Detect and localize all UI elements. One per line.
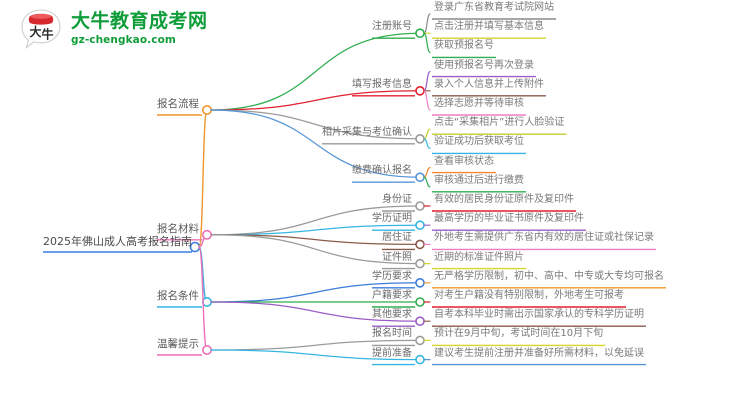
node-handle[interactable] xyxy=(415,172,425,182)
connector xyxy=(423,71,431,92)
leaf-label-3-1-1[interactable]: 无严格学历限制，初中、高中、中专或大专均可报名 xyxy=(434,270,664,282)
node-handle[interactable] xyxy=(415,239,425,250)
node-handle[interactable] xyxy=(202,344,213,355)
node-handle[interactable] xyxy=(202,229,213,240)
leaf-label-1-4-2[interactable]: 审核通过后进行缴费 xyxy=(434,174,524,186)
leaf-label-1-3-2[interactable]: 验证成功后获取考位 xyxy=(434,136,524,148)
connector xyxy=(210,234,421,265)
connector xyxy=(210,32,421,111)
sub-node-label-1-2[interactable]: 填写报考信息 xyxy=(352,78,412,90)
leaf-label-1-1-3[interactable]: 获取预报名号 xyxy=(434,40,494,52)
leaf-label-3-3-1[interactable]: 自考本科毕业时需出示国家承认的专科学历证明 xyxy=(434,309,644,321)
node-handle[interactable] xyxy=(415,134,425,144)
connector xyxy=(210,205,421,236)
connector xyxy=(423,128,431,140)
leaf-label-1-1-1[interactable]: 登录广东省教育考试院网站 xyxy=(434,2,554,13)
node-handle[interactable] xyxy=(415,28,425,39)
sub-node-label-4-2[interactable]: 提前准备 xyxy=(372,347,412,359)
leaf-label-2-2-1[interactable]: 最高学历的毕业证书原件及复印件 xyxy=(434,213,584,225)
leaf-label-1-1-2[interactable]: 点击注册并填写基本信息 xyxy=(434,21,544,33)
node-handle[interactable] xyxy=(415,220,425,230)
leaf-label-2-3-1[interactable]: 外地考生需提供广东省内有效的居住证或社保记录 xyxy=(434,232,654,244)
connector xyxy=(423,13,431,34)
leaf-label-1-2-3[interactable]: 选择志愿并等待审核 xyxy=(434,98,524,109)
sub-node-label-2-4[interactable]: 证件照 xyxy=(382,251,412,263)
node-handle[interactable] xyxy=(415,316,425,327)
connector xyxy=(210,224,421,236)
svg-text:大: 大 xyxy=(29,24,41,39)
node-handle[interactable] xyxy=(415,354,425,365)
sub-node-label-1-4[interactable]: 缴费确认报名 xyxy=(352,165,412,177)
leaf-label-4-1-1[interactable]: 预计在9月中旬，考试时间在10月下旬 xyxy=(434,328,604,340)
sub-node-label-2-3[interactable]: 居住证 xyxy=(382,232,412,244)
connector xyxy=(423,32,431,53)
sub-node-label-4-1[interactable]: 报名时间 xyxy=(372,328,412,340)
branch-label-1[interactable]: 报名流程 xyxy=(157,98,199,110)
node-handle[interactable] xyxy=(415,277,425,288)
sub-node-label-1-1[interactable]: 注册账号 xyxy=(372,21,412,33)
connector xyxy=(423,138,431,149)
connector xyxy=(423,167,431,178)
sub-node-label-2-1[interactable]: 身份证 xyxy=(382,194,412,205)
node-handle[interactable] xyxy=(415,297,425,307)
leaf-label-2-1-1[interactable]: 有效的居民身份证原件及复印件 xyxy=(434,194,574,205)
sub-node-label-3-3[interactable]: 其他要求 xyxy=(372,309,412,321)
logo-domain: gz-chengkao.com xyxy=(71,34,176,47)
branch-label-4[interactable]: 温馨提示 xyxy=(157,338,199,350)
connector xyxy=(210,301,421,322)
connector xyxy=(210,349,421,361)
connector xyxy=(210,282,421,303)
dani-speech-bubble-logo: 大 牛 xyxy=(18,6,64,52)
connector xyxy=(210,109,421,140)
node-handle[interactable] xyxy=(415,258,425,269)
node-handle[interactable] xyxy=(415,201,425,211)
mindmap-root-label[interactable]: 2025年佛山成人高考报名指南 xyxy=(43,235,192,248)
connector xyxy=(210,90,421,111)
logo-brand-name: 大牛教育成考网 xyxy=(71,10,208,33)
sub-node-label-2-2[interactable]: 学历证明 xyxy=(372,213,412,225)
node-handle[interactable] xyxy=(202,105,213,116)
leaf-label-1-4-1[interactable]: 查看审核状态 xyxy=(434,155,494,167)
connector xyxy=(210,339,421,351)
leaf-label-3-2-1[interactable]: 对考生户籍没有特别限制，外地考生可报考 xyxy=(434,290,624,301)
node-handle[interactable] xyxy=(415,335,425,346)
connector xyxy=(210,109,421,178)
leaf-label-1-2-2[interactable]: 录入个人信息并上传附件 xyxy=(434,78,544,90)
node-handle[interactable] xyxy=(202,296,213,307)
sub-node-label-3-2[interactable]: 户籍要求 xyxy=(372,290,412,301)
branch-label-3[interactable]: 报名条件 xyxy=(157,290,199,302)
leaf-label-1-2-1[interactable]: 使用预报名号再次登录 xyxy=(434,59,534,71)
svg-text:牛: 牛 xyxy=(41,27,53,42)
connector xyxy=(198,109,208,248)
leaf-label-1-3-1[interactable]: 点击“采集相片”进行人脸验证 xyxy=(434,117,565,129)
node-handle[interactable] xyxy=(415,86,425,96)
connector xyxy=(423,176,431,188)
leaf-label-4-2-1[interactable]: 建议考生提前注册并准备好所需材料，以免延误 xyxy=(434,347,644,359)
connector xyxy=(210,234,421,246)
sub-node-label-3-1[interactable]: 学历要求 xyxy=(372,270,412,282)
branch-label-2[interactable]: 报名材料 xyxy=(157,222,199,235)
site-logo[interactable]: 大 牛 大牛教育成考网 gz-chengkao.com xyxy=(18,6,208,52)
connector xyxy=(423,90,431,111)
leaf-label-2-4-1[interactable]: 近期的标准证件照片 xyxy=(434,251,524,263)
sub-node-label-1-3[interactable]: 相片采集与考位确认 xyxy=(322,126,412,138)
